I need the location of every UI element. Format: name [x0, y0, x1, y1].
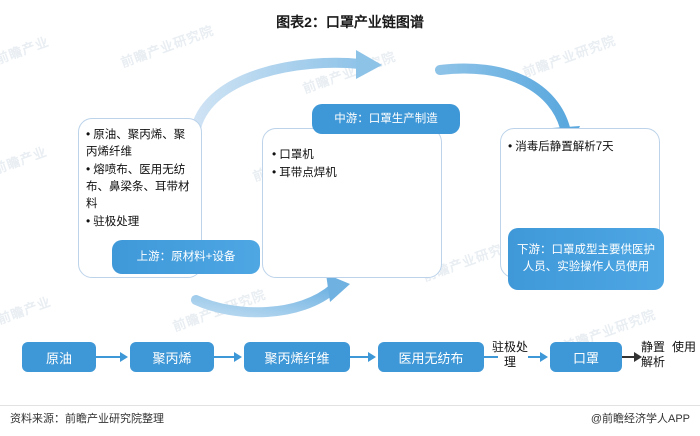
flow-label-0: 驻极处理	[492, 340, 529, 369]
panel-downstream-items: 消毒后静置解析7天	[508, 138, 658, 156]
chip-upstream: 上游：原材料+设备	[112, 240, 260, 274]
flow-box-3: 医用无纺布	[378, 342, 484, 372]
flow-box-4: 口罩	[550, 342, 622, 372]
flow-box-1: 聚丙烯	[130, 342, 214, 372]
flow-connector-3	[484, 356, 498, 358]
flow-label-1: 静置解析	[640, 340, 665, 369]
flow-connector-2	[350, 356, 368, 358]
flow-box-2: 聚丙烯纤维	[244, 342, 350, 372]
panel-midstream-item-1: 耳带点焊机	[272, 164, 432, 182]
flow-arrowhead-3	[540, 352, 548, 362]
credit-note: @前瞻经济学人APP	[590, 413, 690, 425]
watermark: 前瞻产业	[0, 143, 50, 178]
footer-divider	[0, 405, 700, 406]
panel-upstream-item-1: 熔喷布、医用无纺布、鼻梁条、耳带材料	[86, 161, 196, 213]
flow-connector-0	[96, 356, 120, 358]
panel-upstream-item-2: 驻极处理	[86, 213, 196, 231]
panel-upstream-items: 原油、聚丙烯、聚丙烯纤维 熔喷布、医用无纺布、鼻梁条、耳带材料 驻极处理	[86, 126, 196, 231]
chip-midstream: 中游：口罩生产制造	[312, 104, 460, 134]
flow-connector-5	[622, 356, 634, 358]
flow-arrowhead-0	[120, 352, 128, 362]
panel-downstream-item-0: 消毒后静置解析7天	[508, 138, 658, 156]
panel-midstream-item-0: 口罩机	[272, 146, 432, 164]
flow-label-2: 使用	[672, 340, 697, 354]
panel-midstream-items: 口罩机 耳带点焊机	[272, 146, 432, 182]
flow-arrowhead-2	[368, 352, 376, 362]
flow-arrowhead-4	[634, 352, 642, 362]
watermark: 前瞻产业研究院	[170, 286, 268, 335]
flow-box-0: 原油	[22, 342, 96, 372]
chip-downstream: 下游：口罩成型主要供医护人员、实验操作人员使用	[508, 228, 664, 290]
watermark: 前瞻产业研究院	[300, 48, 398, 97]
source-note: 资料来源：前瞻产业研究院整理	[10, 413, 164, 425]
flow-arrowhead-1	[234, 352, 242, 362]
panel-upstream-item-0: 原油、聚丙烯、聚丙烯纤维	[86, 126, 196, 161]
watermark: 前瞻产业	[0, 33, 52, 68]
watermark: 前瞻产业	[0, 293, 54, 328]
watermark: 前瞻产业研究院	[520, 32, 618, 81]
flow-connector-4	[528, 356, 540, 358]
page-title: 图表2：口罩产业链图谱	[276, 14, 424, 30]
flow-connector-1	[214, 356, 234, 358]
